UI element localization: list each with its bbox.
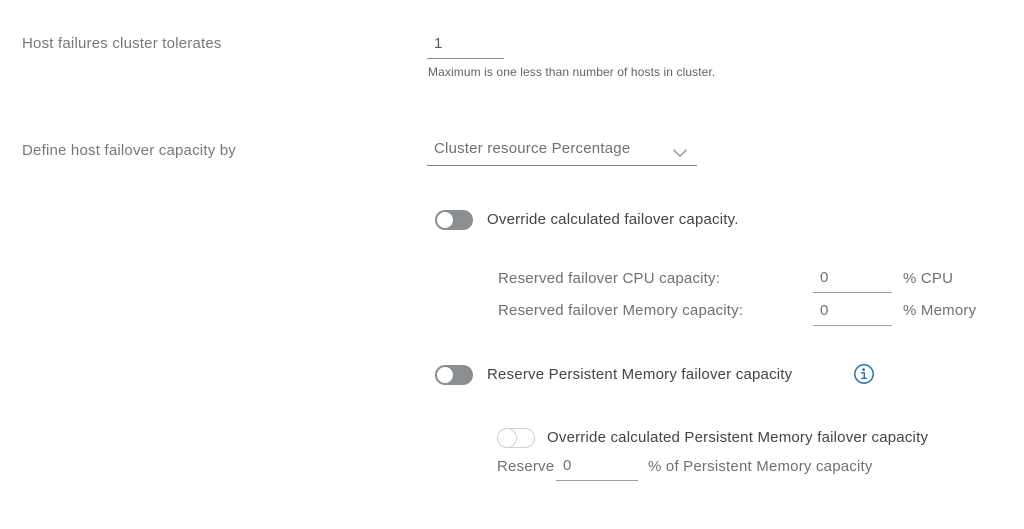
chevron-down-icon — [673, 145, 687, 163]
host-failures-label: Host failures cluster tolerates — [22, 35, 222, 52]
pmem-reserve-input[interactable] — [556, 455, 638, 481]
pmem-reserve-unit: % of Persistent Memory capacity — [648, 458, 873, 475]
pmem-reserve-label: Reserve — [497, 458, 555, 475]
toggle-knob — [437, 367, 453, 383]
override-pmem-failover-toggle[interactable] — [497, 428, 535, 448]
reserve-pmem-failover-toggle[interactable] — [435, 365, 473, 385]
failover-capacity-label: Define host failover capacity by — [22, 142, 237, 159]
override-pmem-failover-toggle-label: Override calculated Persistent Memory fa… — [547, 429, 929, 446]
reserved-memory-capacity-input[interactable] — [813, 300, 892, 326]
override-failover-capacity-toggle[interactable] — [435, 210, 473, 230]
reserve-pmem-failover-toggle-label: Reserve Persistent Memory failover capac… — [487, 366, 793, 383]
toggle-knob — [437, 212, 453, 228]
reserved-cpu-capacity-unit: % CPU — [903, 270, 954, 287]
host-failures-input[interactable] — [427, 33, 504, 59]
reserved-memory-capacity-unit: % Memory — [903, 302, 977, 319]
toggle-knob — [497, 428, 517, 448]
reserved-memory-capacity-label: Reserved failover Memory capacity: — [498, 302, 744, 319]
failover-capacity-select[interactable]: Cluster resource Percentage — [427, 140, 697, 166]
host-failures-helper-text: Maximum is one less than number of hosts… — [428, 65, 716, 79]
reserved-cpu-capacity-label: Reserved failover CPU capacity: — [498, 270, 721, 287]
info-icon[interactable] — [853, 363, 875, 385]
failover-capacity-selected-value: Cluster resource Percentage — [434, 140, 631, 157]
override-failover-capacity-toggle-label: Override calculated failover capacity. — [487, 211, 739, 228]
reserved-cpu-capacity-input[interactable] — [813, 267, 892, 293]
